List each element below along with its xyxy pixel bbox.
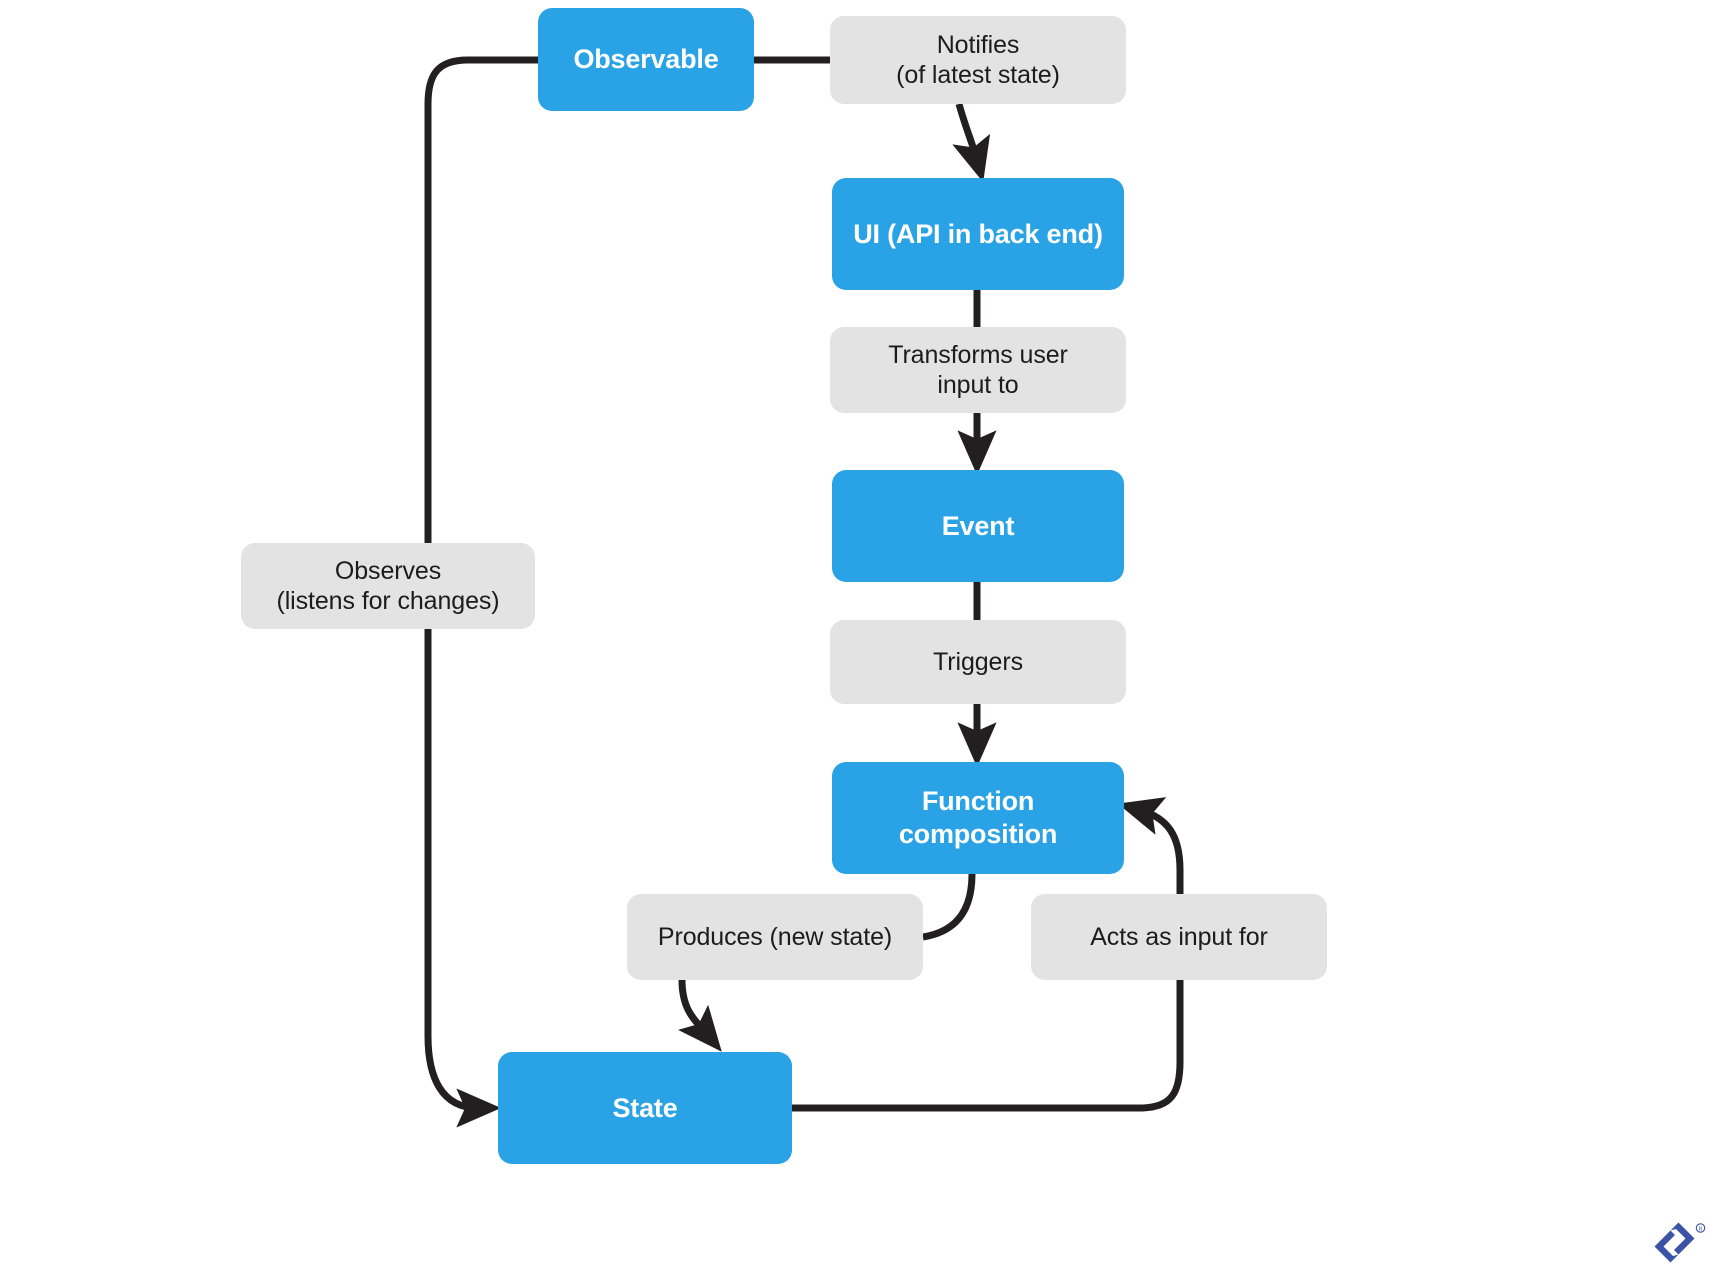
edge-produces-to-state: [678, 979, 722, 1052]
node-observable[interactable]: Observable: [538, 8, 754, 111]
node-produces-new-state[interactable]: Produces (new state): [627, 894, 923, 980]
node-acts-as-input-label: Acts as input for: [1090, 922, 1268, 951]
svg-text:R: R: [1698, 1227, 1702, 1233]
node-produces-label: Produces (new state): [657, 922, 893, 951]
node-transforms-label: Transforms user input to: [888, 340, 1068, 400]
node-transforms-user-input-to[interactable]: Transforms user input to: [830, 327, 1126, 413]
edge-acts-as-input-to-function-composition: [1117, 797, 1184, 894]
node-notifies-label: Notifies (of latest state): [896, 30, 1060, 90]
node-event-label: Event: [941, 510, 1015, 541]
node-function-composition-label: Function composition: [898, 786, 1058, 849]
edge-state-to-acts-as-input: [792, 980, 1184, 1112]
edge-notifies-to-ui: [952, 103, 991, 183]
edge-observes-to-state: [424, 629, 502, 1128]
node-function-composition[interactable]: Function composition: [832, 762, 1124, 874]
node-observes[interactable]: Observes (listens for changes): [241, 543, 535, 629]
node-acts-as-input-for[interactable]: Acts as input for: [1031, 894, 1327, 980]
node-triggers[interactable]: Triggers: [830, 620, 1126, 704]
node-state[interactable]: State: [498, 1052, 792, 1164]
toptal-logo: R: [1654, 1222, 1706, 1263]
edge-function-composition-to-produces: [922, 873, 976, 941]
node-ui-label: UI (API in back end): [853, 218, 1103, 249]
node-observable-label: Observable: [573, 44, 719, 75]
node-ui[interactable]: UI (API in back end): [832, 178, 1124, 290]
node-state-label: State: [612, 1092, 678, 1123]
node-notifies[interactable]: Notifies (of latest state): [830, 16, 1126, 104]
edge-observable-to-observes: [424, 56, 538, 543]
node-triggers-label: Triggers: [933, 647, 1023, 676]
node-event[interactable]: Event: [832, 470, 1124, 582]
node-observes-label: Observes (listens for changes): [276, 556, 500, 616]
